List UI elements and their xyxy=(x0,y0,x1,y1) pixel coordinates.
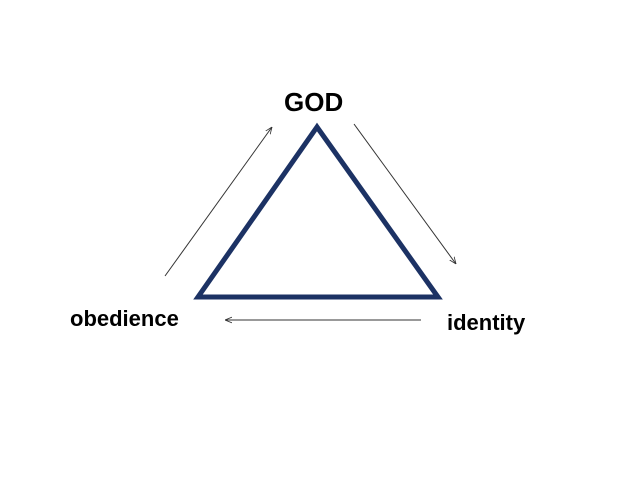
arrow-god-to-identity xyxy=(353,123,456,264)
arrow-obedience-to-god xyxy=(164,127,272,277)
node-label-god: GOD xyxy=(284,87,344,117)
node-label-obedience: obedience xyxy=(70,306,179,331)
node-label-identity: identity xyxy=(447,310,526,335)
central-triangle xyxy=(193,122,443,300)
